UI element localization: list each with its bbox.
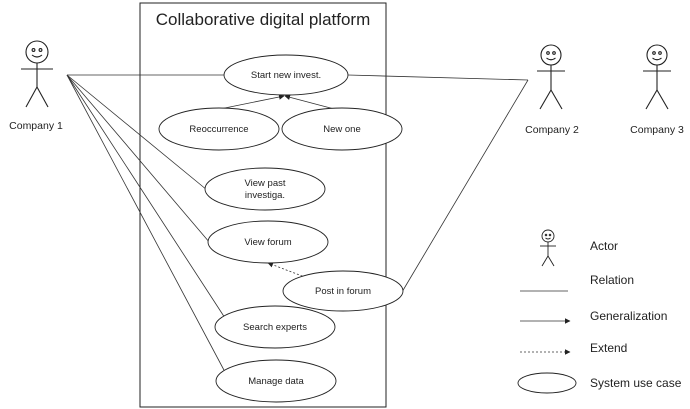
use-case-label: Manage data [248, 376, 304, 387]
use-case-label: New one [323, 124, 361, 135]
relation-c2-post-forum [401, 79, 529, 293]
system-title: Collaborative digital platform [156, 10, 371, 29]
use-case-new-one[interactable]: New one [281, 107, 403, 151]
company2-relations [347, 74, 529, 293]
use-case-reoccurrence[interactable]: Reoccurrence [158, 107, 280, 151]
use-case-manage-data[interactable]: Manage data [215, 359, 337, 403]
relation-c1-search-experts [66, 74, 226, 319]
stick-figure-icon [643, 44, 671, 110]
relation-c1-view-past [66, 74, 208, 191]
actor-company-3[interactable]: Company 3 [630, 44, 684, 136]
generalization-arrow-reoccurrence [219, 94, 285, 110]
use-case-label: Start new invest. [251, 70, 321, 81]
use-case-view-forum[interactable]: View forum [207, 220, 329, 264]
use-case-post-in-forum[interactable]: Post in forum [282, 270, 404, 312]
legend-actor-icon [540, 229, 556, 267]
actor-label: Company 2 [525, 124, 579, 136]
use-case-label: Reoccurrence [189, 124, 248, 135]
use-case-label-line1: View past [244, 178, 285, 189]
relation-c2-start [347, 74, 529, 81]
relation-c1-view-forum [66, 74, 211, 244]
actor-company-2[interactable]: Company 2 [525, 44, 579, 136]
legend-actor-label: Actor [590, 239, 618, 253]
legend: Actor Relation Generalization Extend Sys… [517, 229, 682, 394]
use-case-label: Search experts [243, 322, 307, 333]
company1-relations [66, 74, 226, 373]
legend-use-case-label: System use case [590, 376, 682, 390]
legend-relation-label: Relation [590, 273, 634, 287]
actor-label: Company 1 [9, 120, 63, 132]
use-case-start-investigation[interactable]: Start new invest. [223, 54, 349, 96]
use-case-search-experts[interactable]: Search experts [214, 305, 336, 349]
relation-c1-manage-data [66, 74, 226, 373]
legend-extend-label: Extend [590, 341, 627, 355]
stick-figure-icon [537, 44, 565, 110]
generalization-arrow-new-one [284, 94, 339, 111]
use-case-label: View forum [244, 237, 291, 248]
stick-figure-icon [21, 40, 53, 108]
use-case-view-past-investigations[interactable]: View past investiga. [204, 167, 326, 211]
extend-arrow [267, 262, 311, 280]
actor-company-1[interactable]: Company 1 [9, 40, 63, 132]
system-boundary [139, 2, 387, 408]
actor-label: Company 3 [630, 124, 684, 136]
legend-use-case-ellipse [517, 372, 577, 394]
legend-generalization-label: Generalization [590, 309, 667, 323]
use-case-label: Post in forum [315, 286, 371, 297]
use-case-label-line2: investiga. [245, 190, 285, 201]
